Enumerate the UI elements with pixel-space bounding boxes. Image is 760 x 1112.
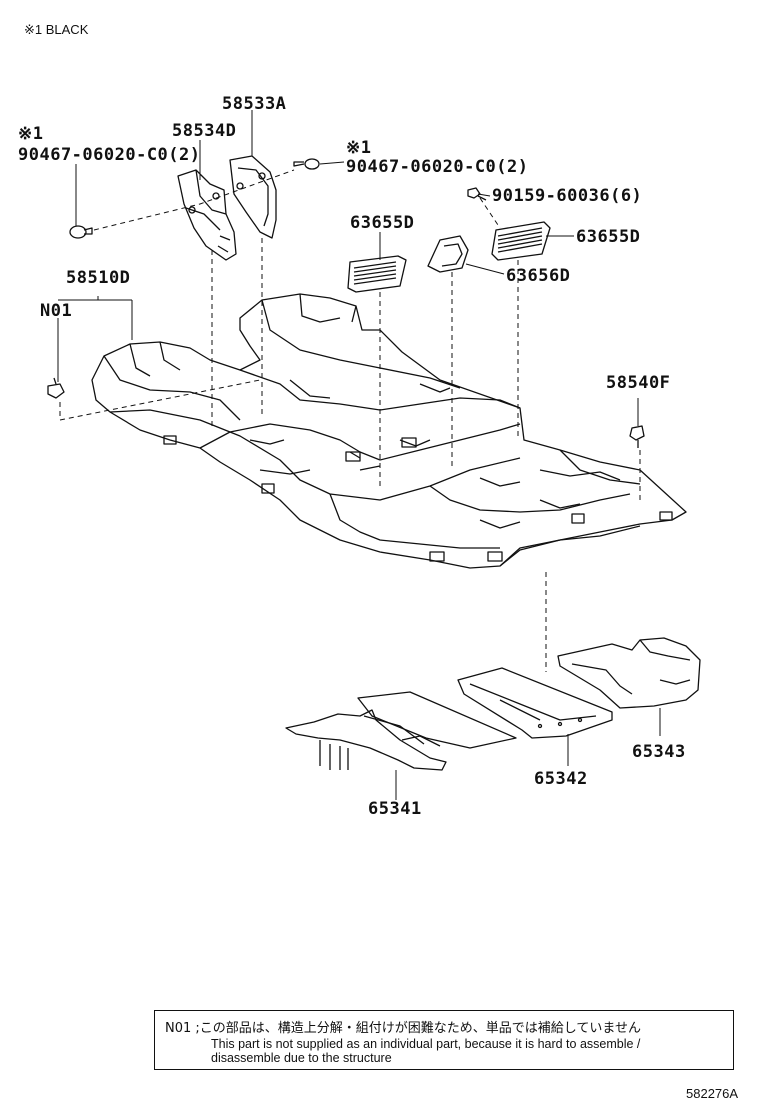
- note-box: N01 ;この部品は、構造上分解・組付けが困難なため、単品では補給していません …: [154, 1010, 734, 1070]
- label-65343: 65343: [632, 742, 686, 762]
- note-english-line2: disassemble due to the structure: [211, 1051, 392, 1065]
- label-N01: N01: [40, 301, 73, 321]
- label-63655D-left: 63655D: [350, 213, 415, 233]
- label-58540F: 58540F: [606, 373, 671, 393]
- label-bolt-right: 90467-06020-C0(2): [346, 157, 529, 177]
- note-japanese: N01 ;この部品は、構造上分解・組付けが困難なため、単品では補給していません: [165, 1021, 641, 1036]
- figure-number: 582276A: [686, 1086, 739, 1101]
- label-65341: 65341: [368, 799, 422, 819]
- label-65342: 65342: [534, 769, 588, 789]
- panel-58533A: [229, 155, 277, 239]
- label-58533A: 58533A: [222, 94, 287, 114]
- clip-N01: [47, 377, 65, 399]
- label-58510D: 58510D: [66, 268, 131, 288]
- label-bolt-left: 90467-06020-C0(2): [18, 145, 201, 165]
- note-english-line1: This part is not supplied as an individu…: [211, 1037, 641, 1051]
- dashed-lines: [59, 169, 641, 672]
- plate-65343: [557, 637, 701, 709]
- grille-63656D: [427, 235, 469, 273]
- mark-left: ※1: [18, 124, 44, 144]
- label-screw: 90159-60036(6): [492, 186, 643, 206]
- legend-black-note: ※1 BLACK: [24, 22, 89, 37]
- grille-63655D-left: [347, 255, 407, 293]
- plate-65341: [285, 691, 517, 771]
- label-58534D: 58534D: [172, 121, 237, 141]
- screw: [467, 187, 487, 201]
- leader-lines: [57, 110, 661, 800]
- floor-undercover-58510D: [91, 293, 687, 569]
- label-63655D-right: 63655D: [576, 227, 641, 247]
- bracket-58534D: [177, 169, 237, 261]
- clip-left: [69, 225, 93, 239]
- plate-65342: [457, 667, 613, 739]
- grille-63655D-right: [491, 221, 551, 261]
- label-63656D: 63656D: [506, 266, 571, 286]
- mark-right: ※1: [346, 138, 372, 158]
- clip-58540F: [629, 425, 645, 448]
- clip-right: [293, 158, 320, 170]
